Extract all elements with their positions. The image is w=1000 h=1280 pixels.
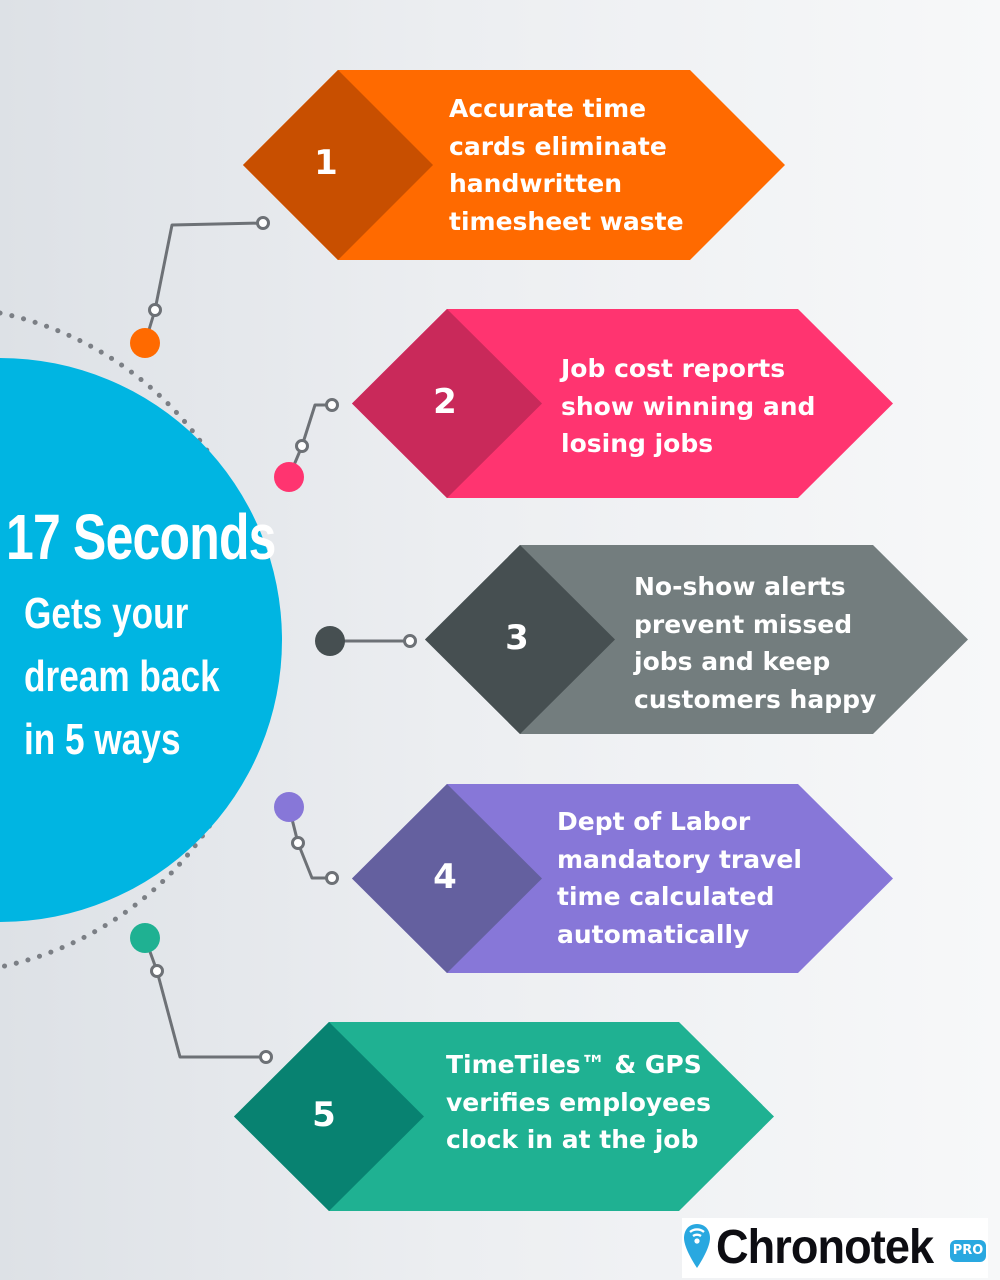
- connectors: [143, 216, 417, 1064]
- step-4-connector-end: [325, 871, 339, 885]
- step-5-connector-joint: [150, 964, 164, 978]
- step-4-text: Dept of Labor mandatory travel time calc…: [557, 807, 802, 949]
- step-2-connector: [287, 403, 332, 478]
- step-5-text: TimeTiles™ & GPS verifies employees cloc…: [446, 1050, 711, 1154]
- step-2-connector-joint: [295, 439, 309, 453]
- step-4-arc-node: [274, 792, 304, 822]
- logo-pro-badge: PRO: [950, 1240, 986, 1262]
- step-3-number-chevron: [425, 545, 615, 734]
- step-1-connector-end: [256, 216, 270, 230]
- step-2-connector-end: [325, 398, 339, 412]
- step-5-number-chevron: [234, 1022, 424, 1211]
- step-2-arc-node: [274, 462, 304, 492]
- step-4-number: 4: [433, 856, 457, 897]
- logo-wordmark: Chronotek: [716, 1221, 934, 1274]
- step-3-connector-end: [403, 634, 417, 648]
- step-4-connector-joint: [291, 836, 305, 850]
- step-3-number: 3: [505, 617, 529, 658]
- step-1-arc-node: [130, 328, 160, 358]
- step-3-arc-node: [315, 626, 345, 656]
- chronotek-logo: Chronotek PRO: [682, 1218, 988, 1278]
- step-1-connector-joint: [148, 303, 162, 317]
- step-2-number-chevron: [352, 309, 542, 498]
- step-2-text: Job cost reports show winning and losing…: [561, 354, 816, 458]
- step-5-number: 5: [312, 1094, 336, 1135]
- location-pin-icon: [684, 1224, 710, 1268]
- step-1-connector: [143, 221, 264, 344]
- step-5-connector-end: [259, 1050, 273, 1064]
- step-5-connector: [143, 937, 266, 1059]
- step-4-number-chevron: [352, 784, 542, 973]
- step-1-text: Accurate time cards eliminate handwritte…: [449, 94, 684, 236]
- step-3-text: No-show alerts prevent missed jobs and k…: [634, 572, 877, 714]
- step-banners: [234, 70, 968, 1211]
- hero-subtitle-line-3: in 5 ways: [24, 715, 181, 764]
- step-4-connector: [287, 806, 332, 880]
- step-1-number-chevron: [243, 70, 433, 260]
- hero-circle: [0, 358, 282, 922]
- step-2-number: 2: [433, 381, 457, 422]
- hero-subtitle-line-1: Gets your: [24, 589, 189, 638]
- arc-nodes: [130, 328, 345, 953]
- hero-title: 17 Seconds: [6, 501, 276, 573]
- step-1-number: 1: [314, 143, 338, 183]
- step-5-arc-node: [130, 923, 160, 953]
- hero-subtitle-line-2: dream back: [24, 652, 220, 701]
